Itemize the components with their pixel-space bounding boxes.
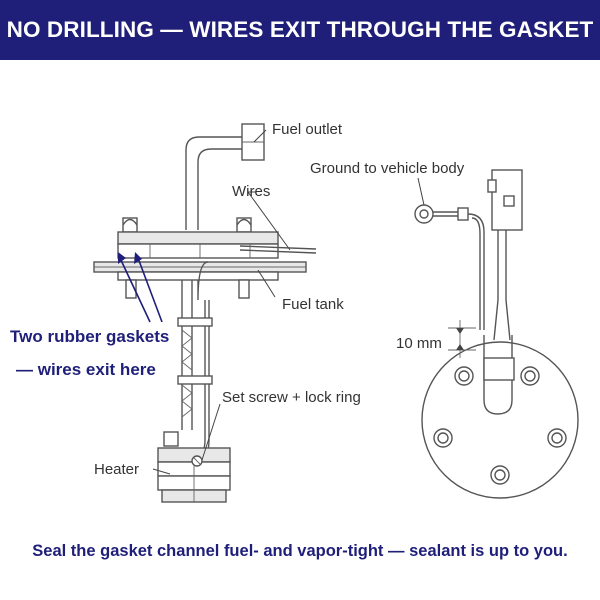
bolt-holes: [433, 366, 567, 485]
footer-note: Seal the gasket channel fuel- and vapor-…: [0, 542, 600, 561]
side-view-leaders: [152, 129, 291, 475]
label-wires: Wires: [232, 183, 270, 200]
ground-ring-terminal: [414, 204, 434, 224]
label-gaskets-line1: Two rubber gaskets: [10, 327, 169, 346]
banner-title: NO DRILLING — WIRES EXIT THROUGH THE GAS…: [6, 17, 594, 42]
top-view-drawing: [414, 169, 579, 499]
gasket-channel: [483, 357, 515, 381]
installation-diagram: Fuel outlet Wires Fuel tank Two rubber g…: [10, 121, 579, 503]
bolt-right-bottom: [238, 279, 250, 299]
gasket-arrows: [118, 252, 163, 323]
label-fuel-tank: Fuel tank: [282, 296, 344, 313]
flange-plate: [117, 231, 279, 245]
side-view-drawing: [93, 123, 317, 503]
label-dimension: 10 mm: [396, 335, 442, 352]
header-banner: NO DRILLING — WIRES EXIT THROUGH THE GAS…: [0, 0, 600, 60]
clamp-lower: [177, 375, 213, 385]
footer-text: Seal the gasket channel fuel- and vapor-…: [32, 542, 568, 560]
top-view-leaders: [417, 177, 425, 206]
label-fuel-outlet: Fuel outlet: [272, 121, 343, 138]
label-set-screw: Set screw + lock ring: [222, 389, 361, 406]
label-gaskets-line2: — wires exit here: [16, 360, 156, 379]
gasket-lower: [117, 271, 279, 281]
clamp-upper: [177, 317, 213, 327]
label-heater: Heater: [94, 461, 139, 478]
label-ground: Ground to vehicle body: [310, 160, 465, 177]
heater-connector: [163, 431, 179, 447]
